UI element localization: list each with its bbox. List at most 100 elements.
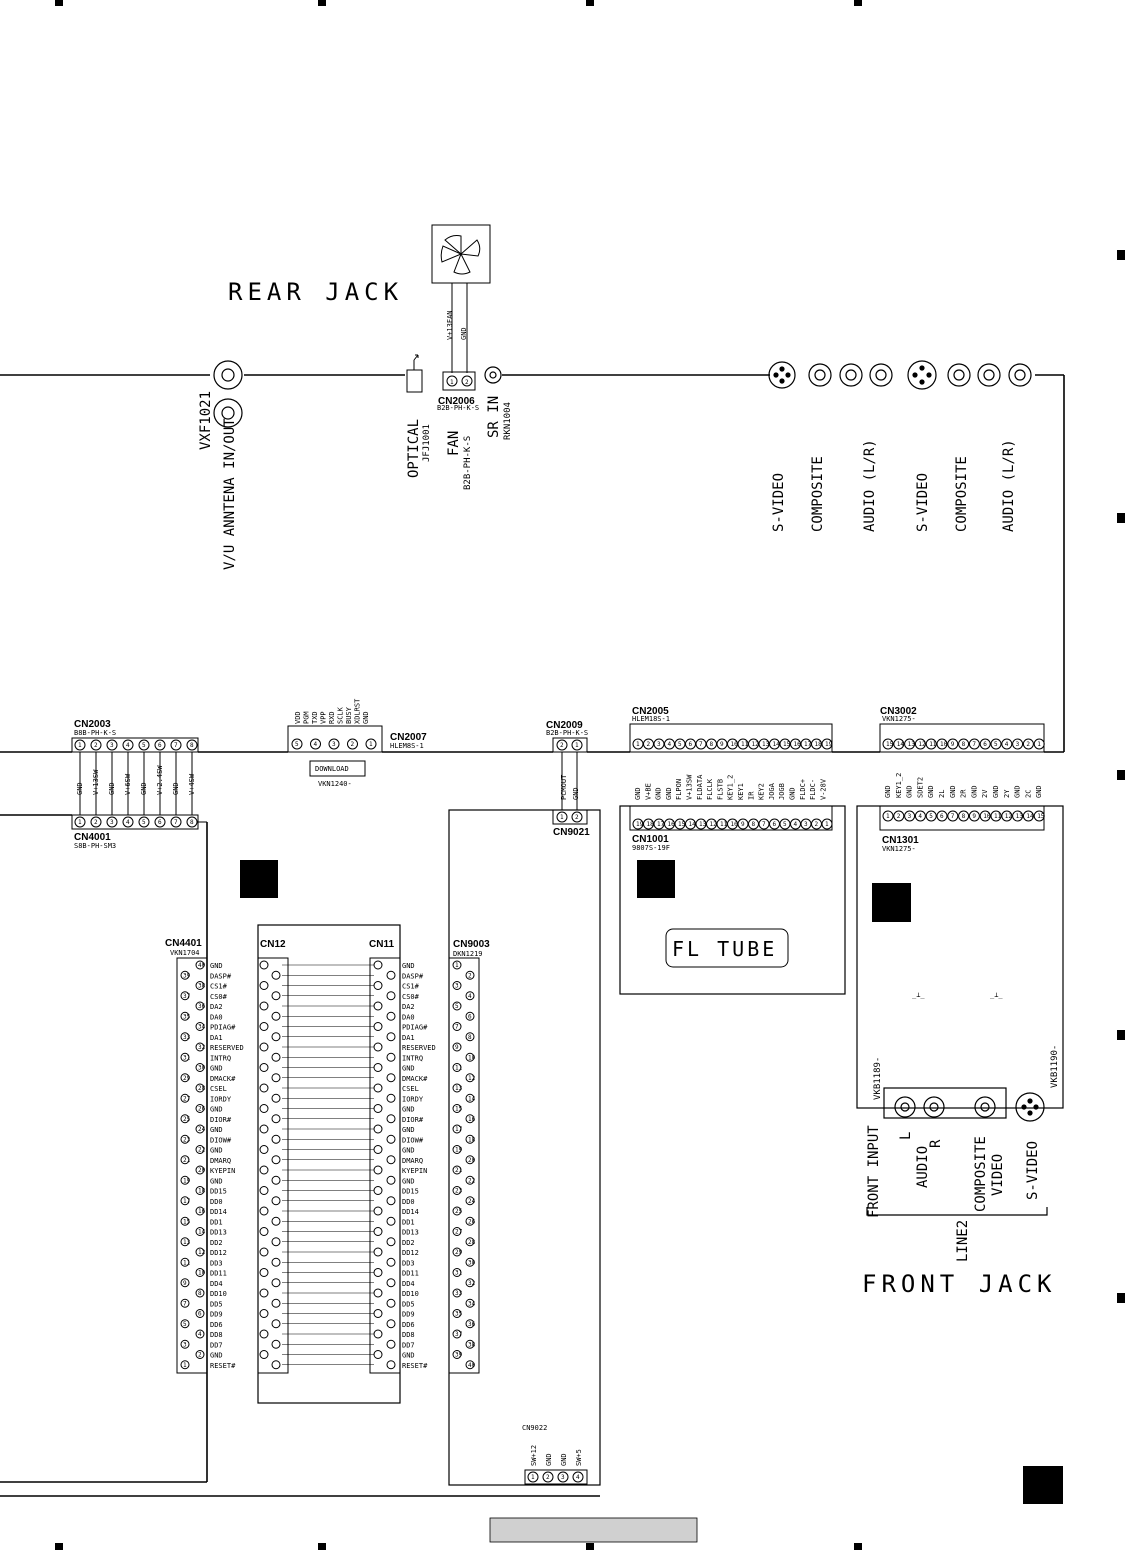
cn12-pin: [259, 981, 269, 990]
cn2003-pin-4: [122, 739, 134, 751]
cn2003-pin-num: 8: [190, 742, 194, 749]
fan-icon: [431, 224, 491, 373]
cn1301-pin-label: 2C: [1024, 790, 1032, 798]
cn3002-pin-num: 8: [962, 741, 966, 748]
cn11-pin: [373, 1001, 383, 1011]
ide-right-signal: KYEPIN: [402, 1167, 427, 1175]
cn3002-pin-13: [1012, 738, 1024, 750]
cn4001-pin-num: 5: [142, 819, 146, 826]
cn4401-pin-num: 19: [183, 1177, 191, 1184]
cn11-pin: [386, 1278, 396, 1288]
cn4401-pin-num: 18: [198, 1188, 206, 1195]
svg-text:_⊥_: _⊥_: [912, 991, 925, 999]
cn11-pin: [373, 1063, 383, 1072]
cn4401-pin-num: 15: [183, 1218, 191, 1225]
cn4001-pin-5: [138, 816, 150, 828]
cn12-pin: [259, 1165, 269, 1175]
cn2005-pin-num: 4: [668, 741, 672, 748]
download-label: DOWNLOAD: [315, 765, 349, 773]
front-jack-title: FRONT JACK: [862, 1270, 1057, 1298]
cn2009-pin-1: [556, 739, 568, 751]
cn1001-pin-num: 9: [741, 821, 745, 828]
ide-left-signal: GND: [210, 1147, 223, 1155]
ide-right-signal: DD6: [402, 1321, 415, 1329]
jack-audio-2: AUDIO (L/R): [1001, 439, 1017, 532]
ide-left-signal: DD0: [210, 1198, 223, 1206]
cn9022-pin-num: 4: [576, 1474, 580, 1481]
ide-left-signal: DD1: [210, 1218, 223, 1226]
cn4401-part: VKN1704: [170, 949, 200, 957]
cn2005-pin-num: 13: [762, 741, 770, 748]
ide-left-signal: CSEL: [210, 1085, 227, 1093]
cn4401-pin: [180, 1257, 190, 1267]
cn3002-pin-num: 1: [1037, 741, 1041, 748]
cn9003-pin-num: 27: [455, 1229, 463, 1236]
cn9003-pin-num: 3: [455, 983, 459, 990]
cn11-pin: [386, 1073, 396, 1083]
cn4401-pin: [180, 1339, 190, 1349]
cn11-pin: [373, 1124, 383, 1134]
cn1001-pin-num: 7: [762, 821, 766, 828]
cn1301-pin-num: 15: [1037, 813, 1045, 820]
line2-label: LINE2: [955, 1220, 971, 1262]
cn12-pin: [271, 1339, 281, 1349]
cn2006-part: B2B-PH-K-S: [437, 404, 479, 412]
cn9003-pin: [465, 1073, 475, 1083]
ide-cable-box: [257, 924, 401, 1404]
black-marker-2: [637, 860, 675, 898]
cn2005-pin-num: 18: [815, 741, 823, 748]
cn1301-pin-6: [936, 810, 948, 822]
cn2005-label: CN2005: [632, 706, 669, 717]
cn2007-pin-5: [365, 738, 377, 750]
vkb1190-label: VKB1190-: [1050, 1045, 1060, 1088]
cn11-pin: [373, 1104, 383, 1113]
download-part: VKN1240-: [318, 780, 352, 788]
cn1301-pin-4: [914, 810, 926, 822]
cn2005-pin-num: 6: [689, 741, 693, 748]
cn1301-pin-num: 14: [1026, 813, 1034, 820]
cn9003-pin-num: 34: [468, 1300, 476, 1307]
fan-pin-2: GND: [460, 327, 468, 340]
ide-left-signal: CS0#: [210, 993, 228, 1001]
vxf-ref: VXF1021: [198, 391, 214, 450]
fl-tube-box: [665, 928, 789, 968]
cn4401-pin: [195, 1247, 205, 1257]
cn12-pin: [259, 1145, 269, 1154]
ide-left-signal: PDIAG#: [210, 1024, 236, 1032]
cn1001-pin-label: KEY2: [758, 783, 766, 800]
cn3002-pin-10: [979, 738, 991, 750]
cn9022-pin-num: 3: [561, 1474, 565, 1481]
cn2003-pin-num: 4: [126, 742, 130, 749]
cn9022-connector: [524, 1469, 588, 1485]
ide-left-signal: RESET#: [210, 1362, 236, 1370]
cn1301-pin-num: 2: [897, 813, 901, 820]
cn11-pin: [373, 981, 383, 990]
cn11-pin: [386, 1011, 396, 1021]
cn11-pin: [386, 991, 396, 1001]
cn4401-pin: [195, 1063, 205, 1072]
cn9022-pin-label: GND: [545, 1453, 553, 1466]
cn4401-pin: [195, 1104, 205, 1113]
cn9003-part: DKN1219: [453, 950, 483, 958]
cn2007-pin-4: [347, 738, 358, 750]
cn9003-pin: [452, 1268, 462, 1277]
cn9003-pin-num: 14: [468, 1095, 476, 1102]
cn1001-pin-label: V-28V: [819, 778, 827, 800]
cn1301-pin-1: [882, 810, 894, 822]
cn3002-pin-12: [1001, 738, 1013, 750]
cn4401-pin: [195, 1288, 205, 1298]
cn2003-pin-num: 5: [142, 742, 146, 749]
cn1001-pin-label: V+13SW: [686, 774, 694, 800]
cn2007-pin-label: VPP: [320, 711, 328, 724]
ide-left-signal: GND: [210, 962, 223, 970]
ide-right-signal: DD8: [402, 1331, 415, 1339]
ide-left-signal: IORDY: [210, 1095, 232, 1103]
cn11-pin: [373, 1350, 383, 1359]
front-r-label: R: [928, 1139, 944, 1148]
black-marker-4: [1023, 1466, 1063, 1504]
cn4401-connector: [176, 957, 208, 1374]
cn1301-label: CN1301: [882, 835, 919, 846]
cn1001-pin-num: 3: [804, 821, 808, 828]
cn2007-pin-label: RXD: [328, 711, 336, 724]
cn2003-pin-6: [154, 739, 166, 751]
